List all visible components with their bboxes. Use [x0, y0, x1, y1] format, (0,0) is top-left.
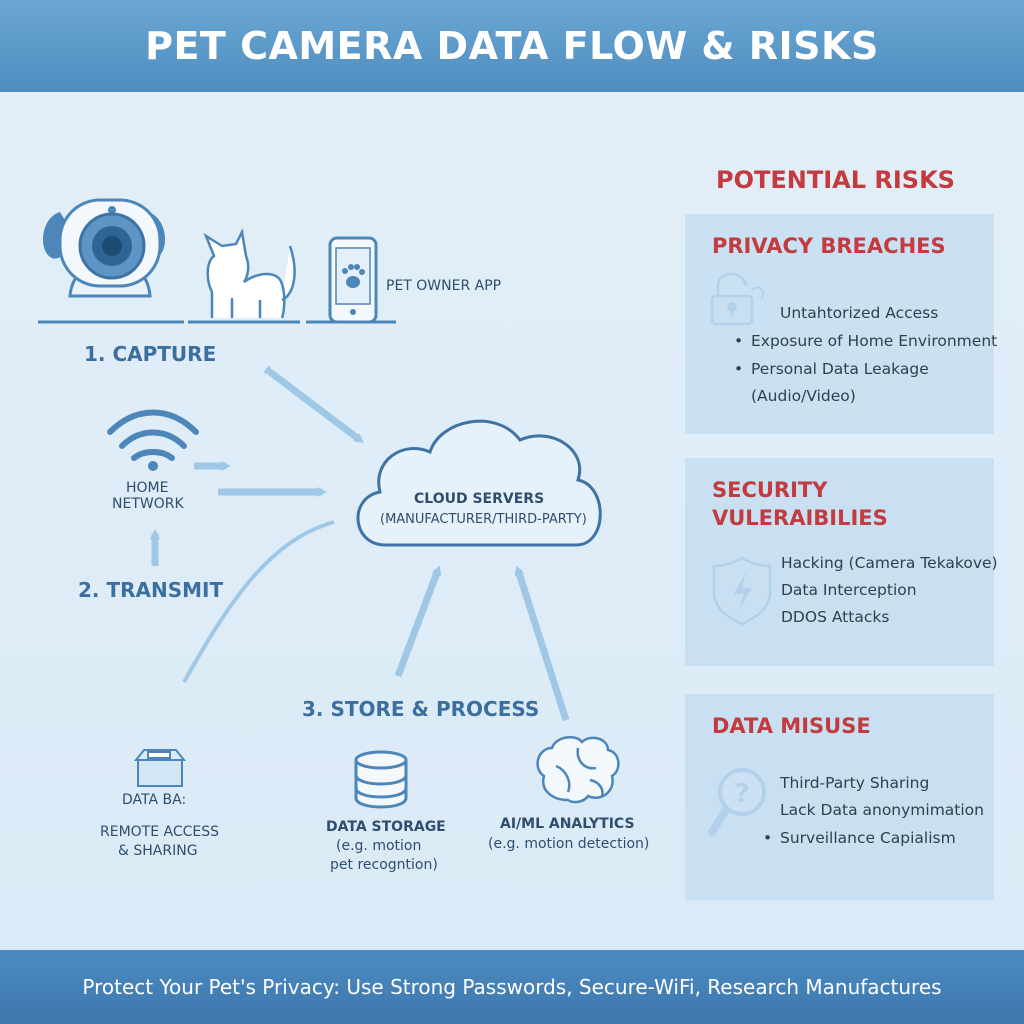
- panel-security-vulnerabilities: SECURITY VULERAIBILIES Hacking (Camera T…: [685, 458, 998, 666]
- cloud-servers-shape: [356, 419, 602, 547]
- paw-icon: [342, 264, 365, 288]
- privacy-item: Untahtorized Access: [780, 304, 939, 322]
- privacy-item: Exposure of Home Environment: [734, 332, 997, 350]
- security-item: Hacking (Camera Tekakove): [781, 554, 998, 572]
- security-title-2: VULERAIBILIES: [712, 506, 888, 530]
- misuse-item: Third-Party Sharing: [780, 774, 930, 792]
- arrow-capture-cloud: [262, 364, 364, 444]
- storage-title: DATA STORAGE: [326, 819, 446, 835]
- pet-camera-icon: [38, 198, 184, 324]
- privacy-item: (Audio/Video): [751, 387, 856, 405]
- panel-privacy-breaches: PRIVACY BREACHES Untahtorized Access Exp…: [685, 214, 997, 434]
- panel-data-misuse: DATA MISUSE Third-Party Sharing Lack Dat…: [685, 694, 994, 900]
- remote-access-label-1: REMOTE ACCESS: [100, 824, 220, 840]
- app-label: PET OWNER APP: [386, 278, 502, 294]
- page-title: PET CAMERA DATA FLOW & RISKS: [145, 24, 879, 68]
- remote-access-label-2: & SHARING: [118, 843, 198, 859]
- network-label-1: HOME: [126, 480, 169, 496]
- storage-sub-2: pet recogntion): [330, 857, 438, 873]
- security-item: DDOS Attacks: [781, 608, 890, 626]
- cloud-subtitle: (MANUFACTURER/THIRD-PARTY): [380, 512, 587, 527]
- step-store-process: 3. STORE & PROCESS: [302, 697, 540, 721]
- brain-icon: [536, 735, 620, 804]
- misuse-item: Surveillance Capialism: [763, 829, 956, 847]
- ai-title: AI/ML ANALYTICS: [500, 816, 635, 832]
- wifi-icon: [107, 409, 199, 471]
- misuse-item: Lack Data anonymimation: [780, 801, 984, 819]
- arrow-storage-cloud: [394, 565, 442, 678]
- data-box-icon: [133, 749, 187, 787]
- security-item: Data Interception: [781, 581, 917, 599]
- cloud-title: CLOUD SERVERS: [414, 491, 545, 507]
- step-capture: 1. CAPTURE: [84, 342, 217, 366]
- ai-sub: (e.g. motion detection): [488, 836, 650, 852]
- footer-text: Protect Your Pet's Privacy: Use Strong P…: [82, 975, 942, 999]
- privacy-item: Personal Data Leakage: [734, 360, 929, 378]
- footer-banner: Protect Your Pet's Privacy: Use Strong P…: [0, 950, 1024, 1024]
- privacy-title: PRIVACY BREACHES: [712, 234, 946, 258]
- step-transmit: 2. TRANSMIT: [78, 578, 224, 602]
- arrow-ai-cloud: [514, 565, 570, 722]
- storage-sub-1: (e.g. motion: [336, 838, 422, 854]
- network-label-2: NETWORK: [112, 496, 184, 512]
- database-icon: [354, 750, 408, 809]
- cat-icon: [188, 228, 300, 324]
- misuse-title: DATA MISUSE: [712, 714, 871, 738]
- header-banner: PET CAMERA DATA FLOW & RISKS: [0, 0, 1024, 92]
- arrow-remote-cloud: [182, 520, 335, 683]
- data-label: DATA BA:: [122, 792, 187, 808]
- risks-title: POTENTIAL RISKS: [716, 166, 955, 194]
- phone-icon: [306, 236, 396, 324]
- security-title-1: SECURITY: [712, 478, 828, 502]
